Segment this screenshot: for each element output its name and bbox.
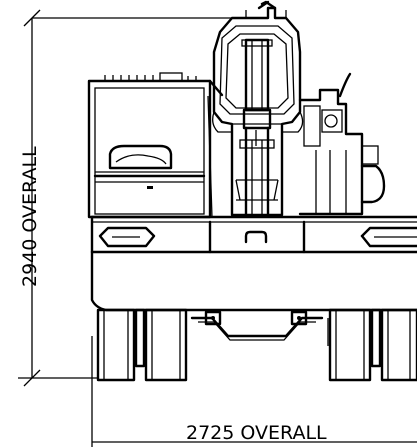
front-axle [185, 310, 329, 346]
right-wheel-pair [328, 308, 417, 382]
height-dimension-label: 2940 OVERALL [19, 146, 41, 287]
chassis [90, 215, 417, 312]
left-wheel-pair [96, 308, 188, 382]
width-dimension: 2725 OVERALL [91, 336, 417, 447]
engine-compartment [298, 72, 386, 216]
width-dimension-label: 2725 OVERALL [186, 422, 327, 444]
operator-cab [87, 72, 224, 219]
boom-assembly [212, 0, 304, 217]
height-dimension: 2940 OVERALL [18, 9, 234, 387]
